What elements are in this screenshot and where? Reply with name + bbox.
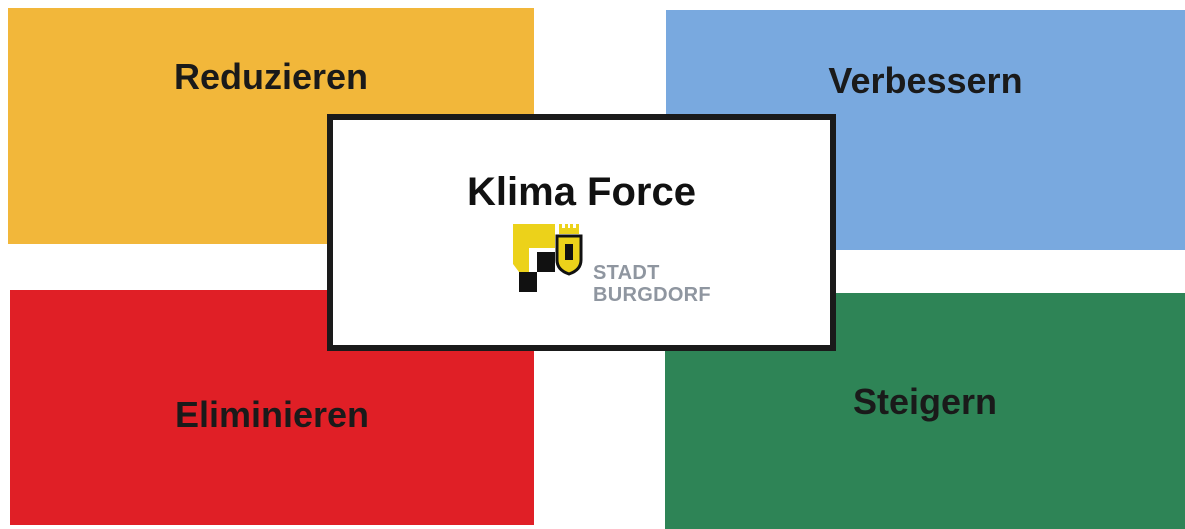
logo-wordmark: STADT BURGDORF [593, 262, 711, 306]
quadrant-label: Verbessern [828, 60, 1023, 101]
stadt-burgdorf-emblem-icon [513, 224, 583, 292]
quadrant-label: Reduzieren [173, 56, 369, 97]
quadrant-label: Steigern [852, 381, 998, 422]
logo-line-stadt: STADT [593, 262, 660, 284]
center-title: Klima Force [467, 170, 696, 214]
center-card: Klima Force STADT BURGDORF [327, 114, 836, 351]
quadrant-label: Eliminieren [174, 394, 370, 435]
quadrant-eliminieren: Eliminieren [10, 290, 534, 525]
city-logo: STADT BURGDORF [513, 224, 711, 320]
logo-line-burgdorf: BURGDORF [593, 284, 711, 306]
